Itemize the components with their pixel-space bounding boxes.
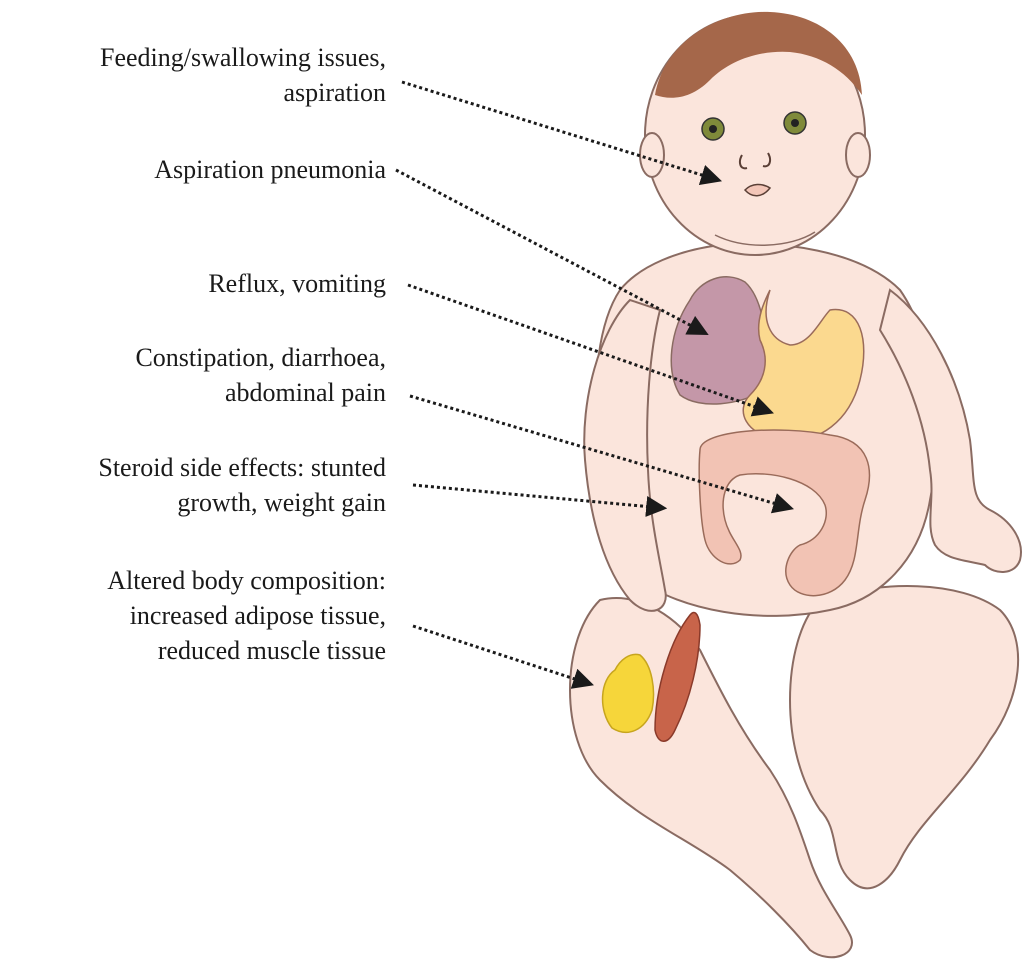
label-feeding-line-2: aspiration <box>100 75 386 110</box>
label-constipation-line-2: abdominal pain <box>135 375 386 410</box>
label-constipation: Constipation, diarrhoea, abdominal pain <box>135 340 386 410</box>
label-body-composition-line-2: increased adipose tissue, <box>107 598 386 633</box>
arrow-body-composition <box>413 626 590 684</box>
right-leg <box>790 586 1018 888</box>
right-ear <box>846 133 870 177</box>
left-pupil <box>709 125 717 133</box>
label-reflux-line-1: Reflux, vomiting <box>208 266 386 301</box>
label-body-composition: Altered body composition: increased adip… <box>107 563 386 668</box>
label-body-composition-line-3: reduced muscle tissue <box>107 633 386 668</box>
label-pneumonia-line-1: Aspiration pneumonia <box>154 152 386 187</box>
label-reflux: Reflux, vomiting <box>208 266 386 301</box>
label-constipation-line-1: Constipation, diarrhoea, <box>135 340 386 375</box>
label-steroid: Steroid side effects: stunted growth, we… <box>98 450 386 520</box>
label-feeding: Feeding/swallowing issues, aspiration <box>100 40 386 110</box>
label-feeding-line-1: Feeding/swallowing issues, <box>100 40 386 75</box>
label-steroid-line-2: growth, weight gain <box>98 485 386 520</box>
right-pupil <box>791 119 799 127</box>
left-ear <box>640 133 664 177</box>
label-body-composition-line-1: Altered body composition: <box>107 563 386 598</box>
label-steroid-line-1: Steroid side effects: stunted <box>98 450 386 485</box>
label-pneumonia: Aspiration pneumonia <box>154 152 386 187</box>
